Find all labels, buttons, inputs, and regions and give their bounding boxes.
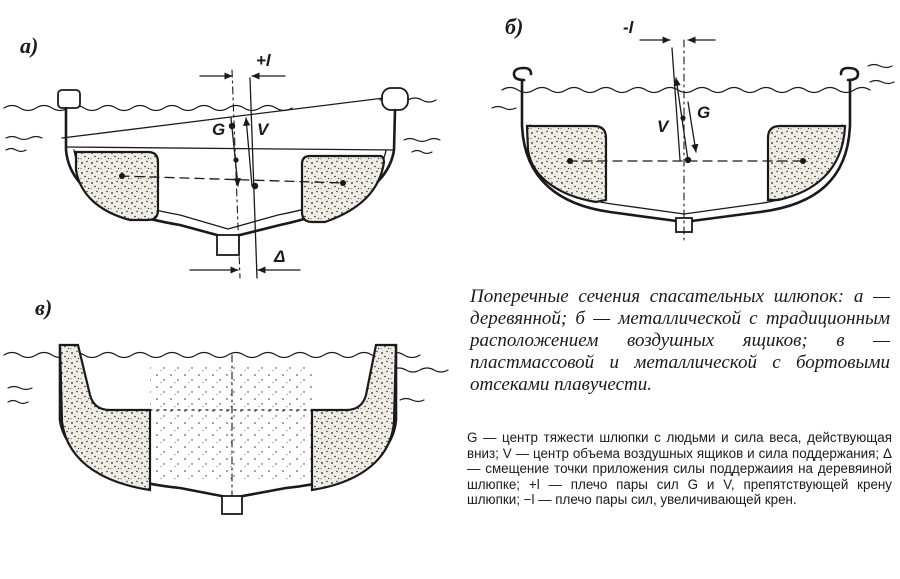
tank-centre-left-a bbox=[119, 173, 125, 179]
centre-mid-a bbox=[233, 157, 239, 163]
waterline-a-right-2 bbox=[403, 137, 441, 155]
label-v-a: V bbox=[257, 120, 270, 139]
gunwale-right-b bbox=[839, 66, 860, 82]
waterline-b bbox=[501, 86, 871, 94]
force-g-arrow-a bbox=[230, 117, 241, 187]
figure-b: б) V G -l bbox=[491, 14, 895, 241]
figure-legend: G — центр тяжести шлюпки с людьми и сила… bbox=[467, 430, 892, 508]
air-tank-left-a bbox=[74, 150, 160, 222]
centre-g-a bbox=[228, 122, 236, 130]
label-g-a: G bbox=[212, 120, 225, 139]
figure-a: а) G V bbox=[3, 33, 441, 279]
figure-c: в) bbox=[3, 295, 449, 515]
air-tank-right-b bbox=[766, 124, 847, 202]
waterline-c-right-2 bbox=[399, 397, 425, 403]
waterline-c-left-2 bbox=[7, 385, 33, 405]
side-compartment-left-c bbox=[58, 343, 152, 492]
heeled-waterline-a bbox=[61, 95, 401, 139]
centre-v-b bbox=[684, 156, 692, 164]
thwart-a bbox=[65, 146, 395, 151]
gunwale-left-b bbox=[512, 66, 533, 82]
air-tank-right-a bbox=[300, 154, 386, 224]
tank-centre-left-b bbox=[567, 158, 573, 164]
air-tank-left-b bbox=[525, 124, 608, 204]
waterline-b-right-2 bbox=[867, 63, 895, 85]
label-shift-a: Δ bbox=[273, 247, 285, 266]
waterline-c-right bbox=[391, 367, 449, 373]
side-compartment-right-c bbox=[310, 343, 398, 492]
keel-c bbox=[221, 495, 243, 515]
figure-caption: Поперечные сечения спасательных шлюпок: … bbox=[470, 286, 890, 395]
waterline-a-left-2 bbox=[5, 135, 43, 153]
water-inside-c bbox=[150, 365, 312, 480]
gunwale-right-a bbox=[381, 87, 409, 111]
label-v-b: V bbox=[657, 117, 670, 136]
tank-centre-right-b bbox=[800, 158, 806, 164]
centre-v-a bbox=[251, 182, 259, 190]
figure-a-letter: а) bbox=[20, 33, 38, 58]
force-v-arrow-a bbox=[243, 117, 253, 187]
label-arm-a: +l bbox=[256, 51, 272, 70]
gunwale-left-a bbox=[57, 89, 81, 109]
label-arm-b: -l bbox=[623, 18, 635, 37]
figure-c-letter: в) bbox=[35, 295, 52, 320]
waterline-b-left-2 bbox=[491, 105, 517, 111]
tank-centre-right-a bbox=[340, 180, 346, 186]
centreline-a bbox=[231, 69, 241, 279]
keel-a bbox=[216, 234, 240, 256]
centre-g-b bbox=[680, 115, 686, 121]
tank-centres-line-a bbox=[119, 175, 346, 184]
figure-b-letter: б) bbox=[505, 14, 523, 39]
waterline-a-left bbox=[3, 104, 293, 112]
vertical-v-a bbox=[249, 77, 258, 279]
force-g-arrow-b bbox=[687, 101, 699, 153]
vertical-g-b bbox=[671, 47, 681, 161]
label-g-b: G bbox=[697, 103, 710, 122]
